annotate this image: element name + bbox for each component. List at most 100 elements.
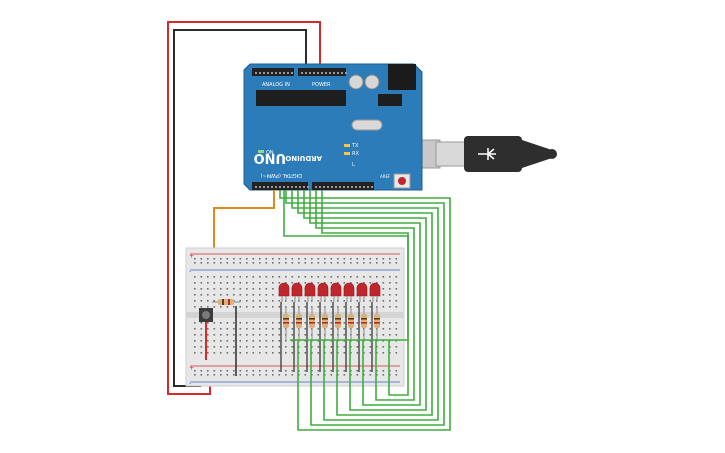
breadboard-hole[interactable] xyxy=(194,288,196,290)
breadboard-hole[interactable] xyxy=(382,346,385,348)
breadboard-hole[interactable] xyxy=(265,282,268,284)
breadboard-hole[interactable] xyxy=(278,300,281,302)
breadboard-hole[interactable] xyxy=(207,374,209,376)
header-pin[interactable] xyxy=(287,186,289,188)
breadboard-hole[interactable] xyxy=(330,306,333,308)
breadboard-hole[interactable] xyxy=(207,370,209,372)
breadboard-hole[interactable] xyxy=(369,258,372,260)
breadboard-hole[interactable] xyxy=(330,328,333,330)
header-pin[interactable] xyxy=(307,186,309,188)
breadboard-hole[interactable] xyxy=(252,374,255,376)
breadboard-hole[interactable] xyxy=(330,282,333,284)
breadboard-hole[interactable] xyxy=(382,276,385,278)
breadboard-hole[interactable] xyxy=(239,306,242,308)
breadboard-hole[interactable] xyxy=(194,294,196,296)
header-pin[interactable] xyxy=(295,186,297,188)
breadboard-hole[interactable] xyxy=(343,262,346,264)
breadboard-hole[interactable] xyxy=(291,258,294,260)
led-signal-wire[interactable] xyxy=(297,190,433,416)
breadboard-hole[interactable] xyxy=(311,276,313,278)
breadboard-hole[interactable] xyxy=(356,282,359,284)
breadboard-hole[interactable] xyxy=(317,334,320,336)
breadboard-hole[interactable] xyxy=(213,258,216,260)
breadboard-hole[interactable] xyxy=(220,328,222,330)
breadboard-hole[interactable] xyxy=(382,282,385,284)
breadboard-hole[interactable] xyxy=(213,282,216,284)
breadboard-hole[interactable] xyxy=(369,352,372,354)
breadboard-hole[interactable] xyxy=(259,258,261,260)
breadboard-hole[interactable] xyxy=(246,334,248,336)
breadboard-hole[interactable] xyxy=(298,262,300,264)
breadboard-hole[interactable] xyxy=(213,328,216,330)
breadboard-hole[interactable] xyxy=(213,334,216,336)
header-pin[interactable] xyxy=(333,72,335,74)
breadboard-hole[interactable] xyxy=(194,328,196,330)
header-pin[interactable] xyxy=(271,186,273,188)
breadboard-hole[interactable] xyxy=(317,262,320,264)
breadboard-hole[interactable] xyxy=(213,352,216,354)
breadboard-hole[interactable] xyxy=(304,352,307,354)
header-pin[interactable] xyxy=(267,72,269,74)
breadboard-hole[interactable] xyxy=(285,258,287,260)
breadboard-hole[interactable] xyxy=(246,346,248,348)
header-pin[interactable] xyxy=(367,186,369,188)
breadboard-hole[interactable] xyxy=(226,294,229,296)
breadboard-hole[interactable] xyxy=(272,352,274,354)
breadboard-hole[interactable] xyxy=(213,288,216,290)
breadboard-hole[interactable] xyxy=(200,322,203,324)
breadboard-hole[interactable] xyxy=(265,340,268,342)
breadboard-hole[interactable] xyxy=(343,328,346,330)
header-pin[interactable] xyxy=(321,72,323,74)
header-pin[interactable] xyxy=(355,186,357,188)
breadboard-hole[interactable] xyxy=(200,306,203,308)
breadboard-hole[interactable] xyxy=(259,294,261,296)
breadboard-hole[interactable] xyxy=(395,300,398,302)
breadboard-hole[interactable] xyxy=(304,300,307,302)
breadboard-hole[interactable] xyxy=(330,352,333,354)
breadboard-hole[interactable] xyxy=(265,262,268,264)
breadboard-hole[interactable] xyxy=(207,306,209,308)
breadboard-hole[interactable] xyxy=(246,306,248,308)
breadboard-hole[interactable] xyxy=(356,370,359,372)
breadboard-hole[interactable] xyxy=(376,262,378,264)
breadboard-hole[interactable] xyxy=(278,340,281,342)
breadboard-hole[interactable] xyxy=(317,276,320,278)
breadboard-hole[interactable] xyxy=(291,346,294,348)
breadboard-hole[interactable] xyxy=(343,276,346,278)
breadboard-hole[interactable] xyxy=(317,374,320,376)
breadboard-hole[interactable] xyxy=(272,288,274,290)
breadboard-hole[interactable] xyxy=(330,370,333,372)
breadboard-hole[interactable] xyxy=(226,346,229,348)
breadboard-hole[interactable] xyxy=(311,282,313,284)
breadboard-hole[interactable] xyxy=(317,322,320,324)
breadboard-hole[interactable] xyxy=(220,370,222,372)
breadboard-hole[interactable] xyxy=(356,322,359,324)
header-pin[interactable] xyxy=(371,186,373,188)
header-pin[interactable] xyxy=(339,186,341,188)
breadboard-hole[interactable] xyxy=(304,374,307,376)
breadboard-hole[interactable] xyxy=(395,294,398,296)
breadboard-hole[interactable] xyxy=(330,276,333,278)
breadboard-hole[interactable] xyxy=(395,262,398,264)
led-1[interactable] xyxy=(278,282,290,302)
header-pin[interactable] xyxy=(263,186,265,188)
breadboard-hole[interactable] xyxy=(265,334,268,336)
breadboard-hole[interactable] xyxy=(285,340,287,342)
breadboard-hole[interactable] xyxy=(389,288,391,290)
breadboard-hole[interactable] xyxy=(291,306,294,308)
breadboard-hole[interactable] xyxy=(207,346,209,348)
breadboard-hole[interactable] xyxy=(246,328,248,330)
led-signal-wire[interactable] xyxy=(315,190,415,401)
breadboard-hole[interactable] xyxy=(194,282,196,284)
breadboard-hole[interactable] xyxy=(233,328,235,330)
breadboard-hole[interactable] xyxy=(356,352,359,354)
breadboard-hole[interactable] xyxy=(220,322,222,324)
breadboard-hole[interactable] xyxy=(369,262,372,264)
breadboard-hole[interactable] xyxy=(382,294,385,296)
breadboard-hole[interactable] xyxy=(317,328,320,330)
header-pin[interactable] xyxy=(347,186,349,188)
breadboard-hole[interactable] xyxy=(265,374,268,376)
breadboard-hole[interactable] xyxy=(233,322,235,324)
breadboard-hole[interactable] xyxy=(382,258,385,260)
breadboard-hole[interactable] xyxy=(233,306,235,308)
